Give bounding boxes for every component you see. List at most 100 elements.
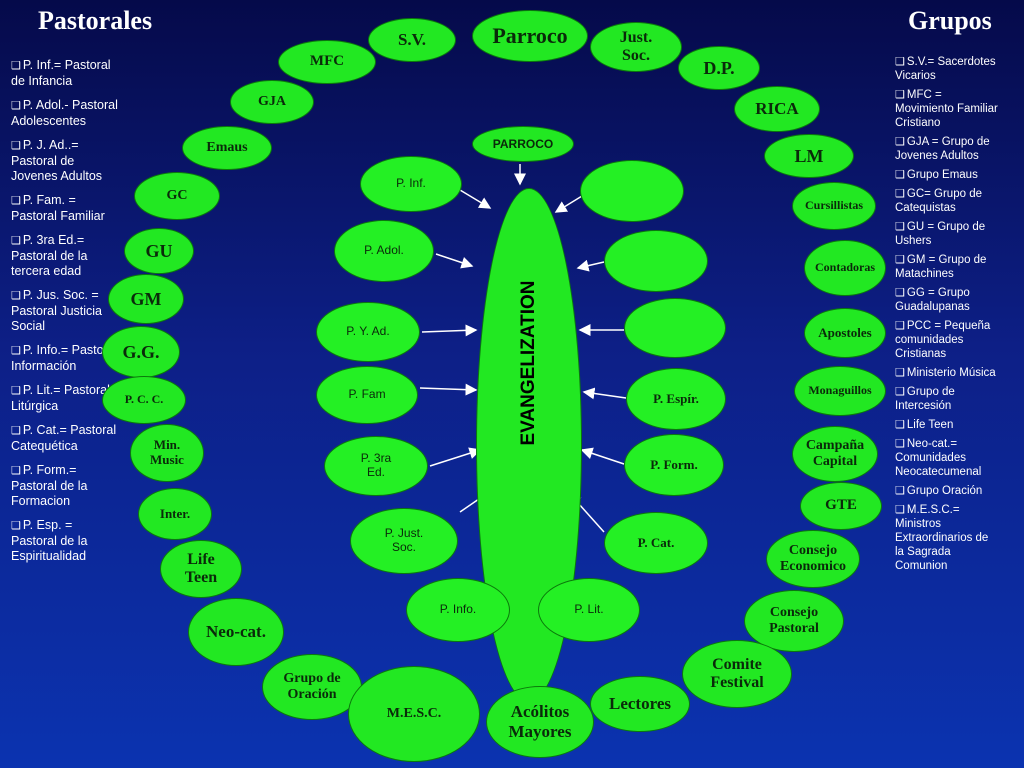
legend-text: Neo-cat.=	[906, 438, 958, 450]
node-p-fam: P. Fam	[316, 366, 418, 424]
legend-text: Neocatecumenal	[895, 466, 982, 478]
node-label: Neo-cat.	[206, 622, 266, 642]
bullet-icon: ❑	[895, 254, 905, 266]
node-label: Mayores	[508, 722, 572, 741]
bullet-icon: ❑	[11, 520, 21, 532]
legend-text: GU = Grupo de	[906, 221, 986, 233]
node-label: Pastoral	[769, 621, 819, 636]
node-just-soc: Just.Soc.	[590, 22, 682, 72]
node-parroco: Parroco	[472, 10, 588, 62]
bullet-icon: ❑	[895, 485, 905, 497]
bullet-icon: ❑	[895, 136, 905, 148]
legend-text: Comunion	[895, 560, 948, 572]
legend-text: P. Esp. =	[22, 518, 73, 532]
node-label: Just.	[619, 28, 653, 46]
legend-text: P. 3ra Ed.=	[22, 233, 85, 247]
node-dp: D.P.	[678, 46, 760, 90]
legend-text: Pastoral de la	[11, 479, 88, 493]
bullet-icon: ❑	[11, 60, 21, 72]
node-label: MFC	[309, 53, 345, 70]
node-mesc: M.E.S.C.	[348, 666, 480, 762]
legend-text: Pastoral de	[11, 154, 75, 168]
node-blank-3	[624, 298, 726, 358]
bullet-icon: ❑	[11, 290, 21, 302]
node-p-just-soc: P. Just.Soc.	[350, 508, 458, 574]
legend-text: Formacion	[11, 494, 71, 508]
node-label: P. Cat.	[637, 534, 675, 550]
node-min-music: Min.Music	[130, 424, 204, 482]
node-lm: LM	[764, 134, 854, 178]
legend-text: P. Jus. Soc. =	[22, 288, 99, 302]
legend-text: Intercesión	[895, 400, 952, 412]
legend-text: M.E.S.C.=	[906, 504, 960, 516]
node-label: G.G.	[122, 341, 160, 362]
bullet-icon: ❑	[11, 385, 21, 397]
node-contadoras: Contadoras	[804, 240, 886, 296]
node-label: GC	[166, 187, 188, 203]
node-gte: GTE	[800, 482, 882, 530]
bullet-icon: ❑	[11, 235, 21, 247]
legend-text: Pastoral de la	[11, 534, 88, 548]
node-label: Grupo de	[283, 670, 341, 686]
node-label: Festival	[710, 674, 764, 691]
legend-text: GM = Grupo de	[906, 254, 987, 266]
node-label: Music	[150, 452, 184, 467]
legend-text: de Infancia	[11, 74, 73, 88]
node-label: Comite	[712, 655, 762, 673]
node-gu: GU	[124, 228, 194, 274]
node-p-cat: P. Cat.	[604, 512, 708, 574]
legend-text: tercera edad	[11, 264, 82, 278]
bullet-icon: ❑	[895, 287, 905, 299]
node-p-form: P. Form.	[624, 434, 724, 496]
node-neo-cat: Neo-cat.	[188, 598, 284, 666]
node-label: Cursillistas	[804, 198, 863, 213]
legend-text: PCC = Pequeña	[906, 320, 991, 332]
node-label: Soc.	[621, 47, 650, 64]
node-label: D.P.	[703, 57, 735, 78]
node-apostoles: Apostoles	[804, 308, 886, 358]
node-label: Apostoles	[818, 324, 872, 340]
node-label: P. Info.	[439, 602, 477, 617]
legend-text: Extraordinarios de	[895, 532, 989, 544]
bullet-icon: ❑	[895, 367, 905, 379]
bullet-icon: ❑	[895, 386, 905, 398]
node-inter: Inter.	[138, 488, 212, 540]
node-label: Contadoras	[814, 260, 875, 275]
connector-arrow	[576, 259, 605, 272]
legend-text: Guadalupanas	[895, 301, 970, 313]
node-label: LM	[794, 145, 824, 166]
node-p-info: P. Info.	[406, 578, 510, 642]
bullet-icon: ❑	[895, 504, 905, 516]
legend-text: P. Adol.- Pastoral	[22, 98, 118, 112]
legend-item: ❑Grupo Emaus	[895, 168, 1020, 182]
legend-text: Litúrgica	[11, 399, 59, 413]
legend-text: Ministerio Música	[906, 367, 996, 379]
node-label: Ed.	[366, 465, 385, 479]
legend-text: Cristianas	[895, 348, 947, 360]
node-label: GJA	[258, 93, 286, 109]
legend-text: P. J. Ad..=	[22, 138, 79, 152]
legend-text: Social	[11, 319, 46, 333]
legend-text: Movimiento Familiar	[895, 103, 998, 115]
node-label: Consejo	[769, 604, 819, 620]
bullet-icon: ❑	[895, 221, 905, 233]
bullet-icon: ❑	[895, 56, 905, 68]
bullet-icon: ❑	[895, 89, 905, 101]
node-label: P. Form.	[650, 456, 698, 472]
node-label: Parroco	[492, 23, 568, 49]
node-label: Oración	[287, 687, 337, 702]
legend-text: GC= Grupo de	[906, 188, 982, 200]
node-label: P. Espír.	[653, 390, 699, 406]
connector-arrow	[459, 189, 492, 209]
connector-arrow	[429, 447, 482, 467]
legend-text: P. Fam. =	[22, 193, 76, 207]
